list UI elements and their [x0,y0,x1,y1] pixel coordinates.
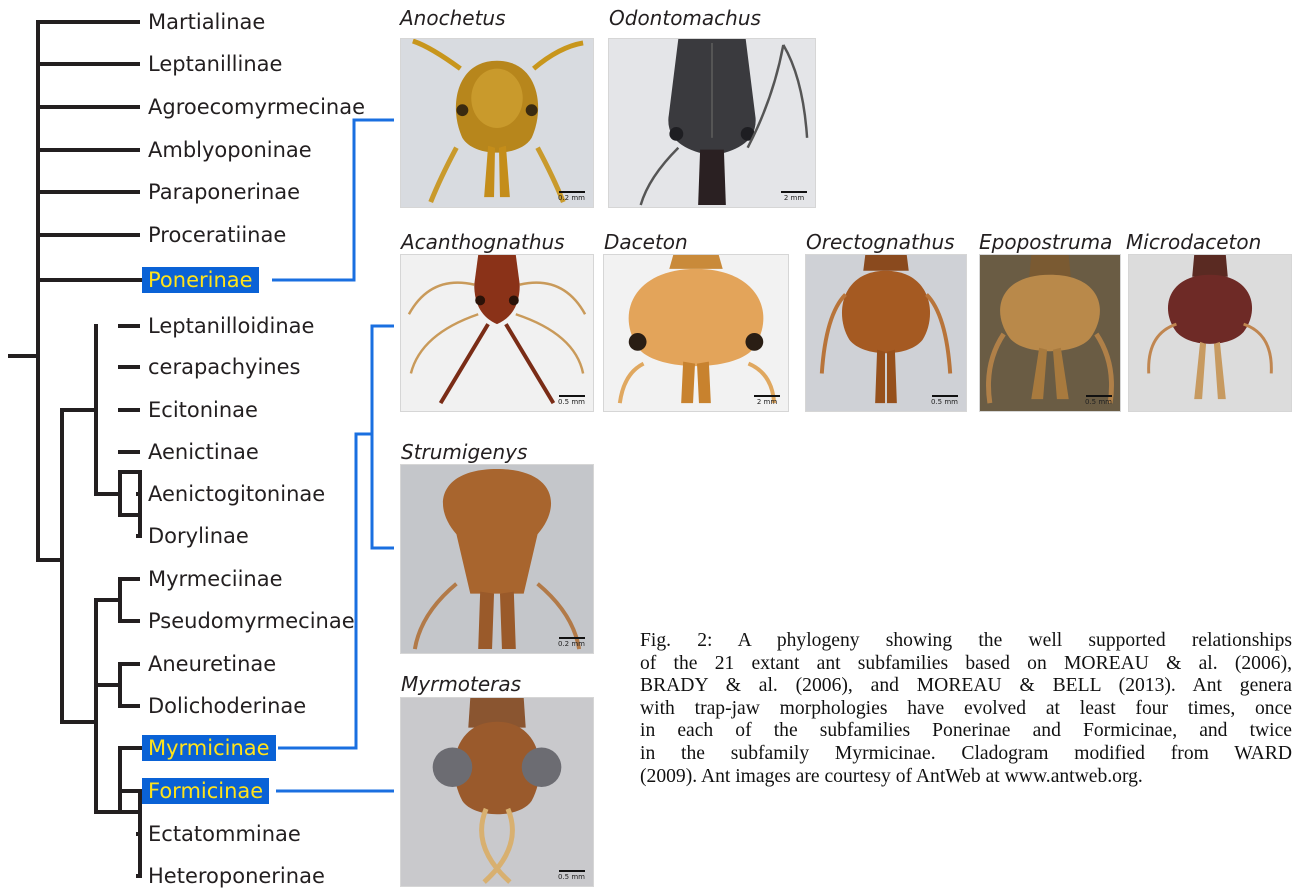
genus-label-microdaceton: Microdaceton [1126,230,1261,254]
scale-bar: 2 mm [781,191,807,202]
scale-bar: 0.5 mm [558,395,585,406]
taxon-ponerinae: Ponerinae [142,267,259,293]
taxon-pseudomyrmecinae: Pseudomyrmecinae [148,608,355,634]
taxon-heteroponerinae: Heteroponerinae [148,863,325,889]
genus-label-daceton: Daceton [604,230,688,254]
caption-line: Fig. 2: A phylogeny showing the well sup… [640,630,1292,653]
genus-label-myrmoteras: Myrmoteras [401,672,521,696]
scale-bar: 0.5 mm [558,870,585,881]
genus-label-odontomachus: Odontomachus [609,6,761,30]
caption-line: with trap-jaw morphologies have evolved … [640,698,1292,721]
taxon-myrmeciinae: Myrmeciinae [148,566,283,592]
taxon-ecitoninae: Ecitoninae [148,397,258,423]
taxon-leptanillinae: Leptanillinae [148,51,282,77]
taxon-dorylinae: Dorylinae [148,523,249,549]
genus-label-strumigenys: Strumigenys [401,440,527,464]
taxon-martialinae: Martialinae [148,9,265,35]
photo-microdaceton [1128,254,1292,412]
scale-bar: 0.2 mm [558,191,585,202]
taxon-aenictinae: Aenictinae [148,439,259,465]
taxon-myrmicinae: Myrmicinae [142,735,276,761]
figure-caption: Fig. 2: A phylogeny showing the well sup… [640,630,1292,788]
taxon-paraponerinae: Paraponerinae [148,179,300,205]
taxon-agroecomyrmecinae: Agroecomyrmecinae [148,94,365,120]
photo-myrmoteras: 0.5 mm [400,697,594,887]
photo-strumigenys: 0.2 mm [400,464,594,654]
genus-label-anochetus: Anochetus [400,6,506,30]
genus-label-orectognathus: Orectognathus [806,230,955,254]
cladogram-branches [10,22,142,876]
scale-bar: 0.2 mm [558,637,585,648]
photo-orectognathus: 0.5 mm [805,254,967,412]
scale-bar: 0.5 mm [1085,395,1112,406]
caption-line: (2009). Ant images are courtesy of AntWe… [640,766,1292,789]
taxon-dolichoderinae: Dolichoderinae [148,693,306,719]
caption-line: in the subfamily Myrmicinae. Cladogram m… [640,743,1292,766]
caption-line: in each of the subfamilies Ponerinae and… [640,720,1292,743]
scale-bar: 0.5 mm [931,395,958,406]
genus-label-epopostruma: Epopostruma [979,230,1112,254]
taxon-aneuretinae: Aneuretinae [148,651,276,677]
photo-anochetus: 0.2 mm [400,38,594,208]
taxon-ectatomminae: Ectatomminae [148,821,301,847]
taxon-amblyoponinae: Amblyoponinae [148,137,312,163]
scale-bar: 2 mm [754,395,780,406]
taxon-cerapachyines: cerapachyines [148,354,300,380]
caption-line: of the 21 extant ant subfamilies based o… [640,653,1292,676]
taxon-proceratiinae: Proceratiinae [148,222,286,248]
taxon-aenictogitoninae: Aenictogitoninae [148,481,325,507]
photo-acanthognathus: 0.5 mm [400,254,594,412]
taxon-formicinae: Formicinae [142,778,269,804]
photo-epopostruma: 0.5 mm [979,254,1121,412]
connector-myrmicinae [278,326,394,748]
trap-jaw-connectors [272,120,394,791]
photo-odontomachus: 2 mm [608,38,816,208]
genus-label-acanthognathus: Acanthognathus [401,230,565,254]
photo-daceton: 2 mm [603,254,789,412]
taxon-leptanilloidinae: Leptanilloidinae [148,313,314,339]
caption-line: BRADY & al. (2006), and MOREAU & BELL (2… [640,675,1292,698]
